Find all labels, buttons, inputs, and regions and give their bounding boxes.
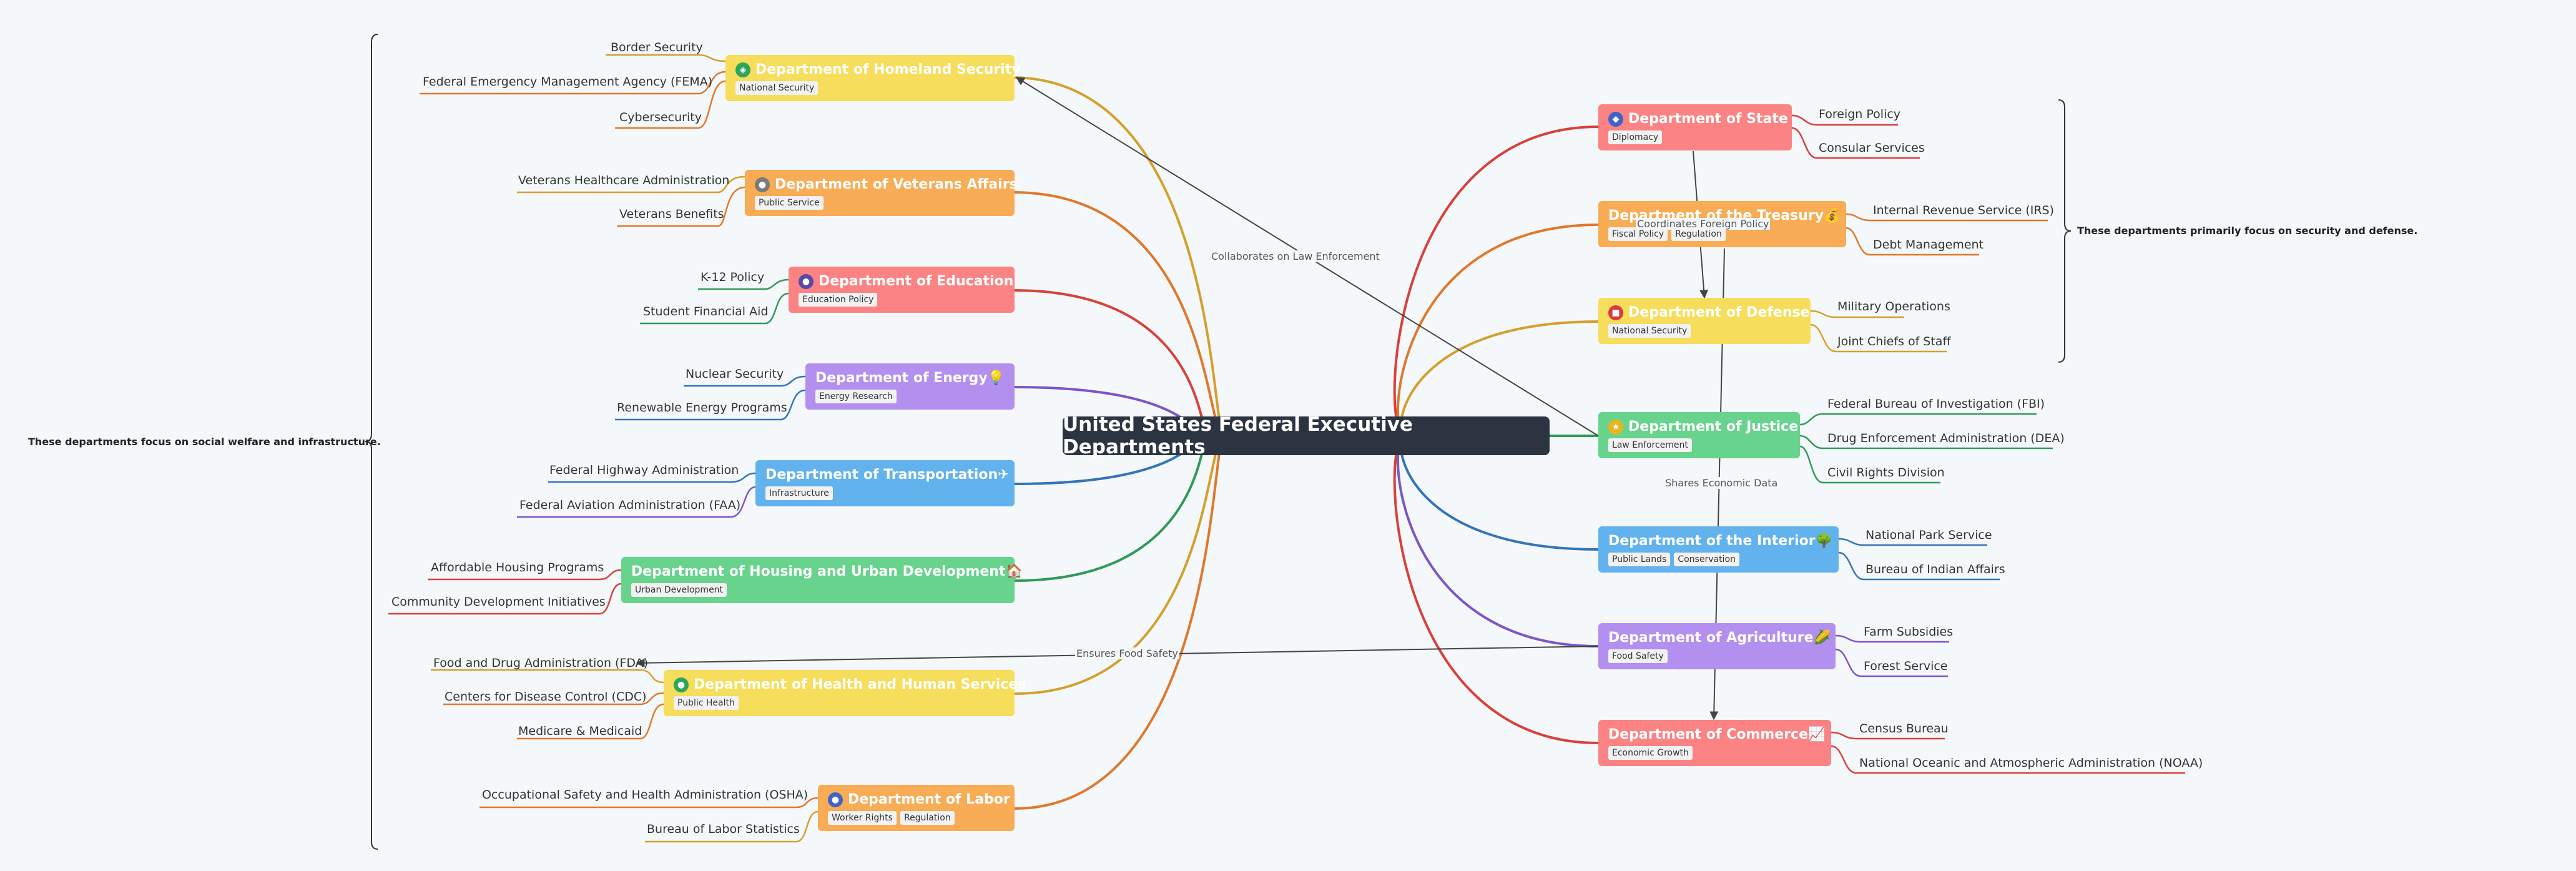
dept-title: Department of Justice — [1628, 419, 1799, 435]
dept-tag: National Security — [1608, 324, 1691, 338]
dept-tag: Worker Rights — [828, 811, 897, 825]
leaf-foreign-policy[interactable]: Foreign Policy — [1819, 107, 1901, 121]
leaf-civil-rights[interactable]: Civil Rights Division — [1827, 466, 1945, 480]
summary-note-right: These departments primarily focus on sec… — [2077, 225, 2418, 237]
leaf-community-development[interactable]: Community Development Initiatives — [391, 595, 606, 609]
leaf-fema[interactable]: Federal Emergency Management Agency (FEM… — [423, 75, 713, 89]
leaf-border-security[interactable]: Border Security — [611, 41, 703, 54]
leaf-veterans-healthcare[interactable]: Veterans Healthcare Administration — [518, 174, 730, 187]
leaf-bureau-indian-affairs[interactable]: Bureau of Indian Affairs — [1866, 563, 2005, 576]
leaf-census-bureau[interactable]: Census Bureau — [1859, 722, 1949, 736]
relationship-label: Shares Economic Data — [1664, 477, 1779, 489]
leaf-farm-subsidies[interactable]: Farm Subsidies — [1864, 625, 1954, 639]
leaf-debt-management[interactable]: Debt Management — [1873, 238, 1984, 252]
dept-justice[interactable]: ★ Department of Justice Law Enforcement — [1598, 412, 1800, 458]
dept-energy[interactable]: Department of Energy💡 Energy Research — [805, 363, 1015, 410]
leaf-military-operations[interactable]: Military Operations — [1837, 300, 1950, 313]
leaf-osha[interactable]: Occupational Safety and Health Administr… — [482, 788, 809, 802]
leaf-nuclear-security[interactable]: Nuclear Security — [686, 367, 784, 381]
leaf-k12-policy[interactable]: K-12 Policy — [701, 270, 765, 284]
leaf-renewable-energy[interactable]: Renewable Energy Programs — [617, 401, 787, 415]
dept-health-human-services[interactable]: ● Department of Health and Human Services… — [664, 670, 1026, 716]
dept-tag: Public Lands — [1608, 553, 1671, 566]
dept-tag: Conservation — [1674, 553, 1739, 566]
leaf-fbi[interactable]: Federal Bureau of Investigation (FBI) — [1827, 397, 2045, 411]
dept-title: Department of Education — [819, 273, 1014, 289]
dept-tag: Regulation — [1671, 227, 1726, 241]
leaf-consular-services[interactable]: Consular Services — [1819, 141, 1925, 155]
dept-title: Department of Defense — [1628, 305, 1810, 320]
relationship-label: Ensures Food Safety — [1075, 647, 1179, 659]
dept-state[interactable]: ◆ Department of State Diplomacy — [1598, 104, 1792, 150]
dept-tag: Diplomacy — [1608, 130, 1663, 144]
dept-tag: Regulation — [900, 811, 955, 825]
dept-tag: Public Health — [674, 696, 739, 710]
leaf-irs[interactable]: Internal Revenue Service (IRS) — [1873, 204, 2055, 217]
leaf-medicare-medicaid[interactable]: Medicare & Medicaid — [518, 724, 642, 738]
dept-title: Department of the Interior🌳 — [1608, 533, 1832, 549]
relationship-label: Coordinates Foreign Policy — [1636, 218, 1771, 230]
dept-tag: Law Enforcement — [1608, 438, 1692, 452]
dept-commerce[interactable]: Department of Commerce📈 Economic Growth — [1598, 720, 1831, 766]
dept-title: Department of Commerce📈 — [1608, 727, 1826, 742]
person-icon: ● — [828, 792, 843, 807]
dept-title: Department of Labor — [848, 792, 1010, 807]
dept-tag: Public Service — [755, 196, 823, 210]
person-icon: ● — [755, 177, 770, 192]
dept-title: Department of Transportation✈ — [765, 467, 1010, 483]
leaf-cybersecurity[interactable]: Cybersecurity — [619, 111, 702, 124]
dept-tag: Urban Development — [631, 583, 727, 597]
summary-note-left: These departments focus on social welfar… — [28, 436, 381, 448]
dept-veterans-affairs[interactable]: ● Department of Veterans Affairs Public S… — [745, 170, 1018, 216]
leaf-veterans-benefits[interactable]: Veterans Benefits — [619, 207, 724, 221]
dept-title: Department of Homeland Security — [755, 62, 1021, 77]
dept-tag: Energy Research — [815, 390, 897, 403]
dept-tag: Fiscal Policy — [1608, 227, 1668, 241]
leaf-national-park-service[interactable]: National Park Service — [1866, 528, 1992, 542]
dept-tag: Food Safety — [1608, 649, 1668, 663]
root-node[interactable]: United States Federal Executive Departme… — [1063, 413, 1550, 458]
dept-tag: Education Policy — [799, 293, 878, 307]
person-icon: ● — [799, 274, 814, 289]
dept-title: Department of Agriculture🌽 — [1608, 630, 1831, 646]
dept-title: Department of Housing and Urban Developm… — [631, 564, 1023, 579]
dept-interior[interactable]: Department of the Interior🌳 Public Lands… — [1598, 526, 1839, 573]
leaf-noaa[interactable]: National Oceanic and Atmospheric Adminis… — [1859, 756, 2203, 770]
leaf-student-financial-aid[interactable]: Student Financial Aid — [643, 305, 769, 318]
root-title: United States Federal Executive Departme… — [1063, 413, 1413, 458]
leaf-joint-chiefs[interactable]: Joint Chiefs of Staff — [1837, 335, 1951, 348]
leaf-forest-service[interactable]: Forest Service — [1864, 659, 1948, 673]
dept-agriculture[interactable]: Department of Agriculture🌽 Food Safety — [1598, 623, 1836, 669]
leaf-dea[interactable]: Drug Enforcement Administration (DEA) — [1827, 431, 2065, 445]
leaf-faa[interactable]: Federal Aviation Administration (FAA) — [519, 498, 741, 512]
leaf-fda[interactable]: Food and Drug Administration (FDA) — [433, 656, 649, 670]
leaf-bureau-labor-statistics[interactable]: Bureau of Labor Statistics — [647, 822, 800, 836]
star-icon: ★ — [1608, 420, 1623, 435]
leaf-affordable-housing[interactable]: Affordable Housing Programs — [431, 561, 604, 574]
leaf-cdc[interactable]: Centers for Disease Control (CDC) — [445, 690, 647, 704]
relationship-label: Collaborates on Law Enforcement — [1210, 250, 1381, 262]
dept-defense[interactable]: ■ Department of Defense National Security — [1598, 298, 1811, 344]
dept-tag: Economic Growth — [1608, 746, 1693, 760]
dept-housing-urban-development[interactable]: Department of Housing and Urban Developm… — [621, 557, 1023, 603]
dept-title: Department of Health and Human Services — [694, 677, 1026, 692]
dept-tag: Infrastructure — [765, 486, 833, 500]
dept-transportation[interactable]: Department of Transportation✈ Infrastruc… — [755, 460, 1015, 506]
dept-title: Department of State — [1628, 111, 1788, 127]
person-icon: ● — [674, 677, 689, 692]
flag-icon: ■ — [1608, 305, 1623, 320]
dept-tag: National Security — [735, 81, 819, 95]
shield-icon: ◈ — [735, 62, 750, 77]
dept-homeland-security[interactable]: ◈ Department of Homeland Security Nationa… — [725, 55, 1021, 101]
dept-title: Department of Veterans Affairs — [775, 177, 1018, 192]
chat-icon: ◆ — [1608, 112, 1623, 127]
dept-education[interactable]: ● Department of Education Education Polic… — [789, 267, 1015, 313]
leaf-federal-highway[interactable]: Federal Highway Administration — [549, 463, 739, 477]
dept-title: Department of Energy💡 — [815, 370, 1005, 386]
